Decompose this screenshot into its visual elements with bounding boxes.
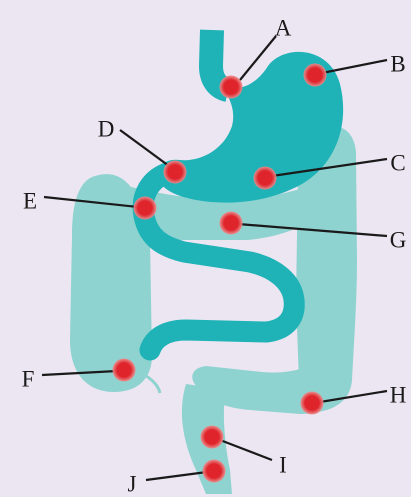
- marker-i[interactable]: [201, 426, 224, 449]
- label-h: H: [390, 382, 407, 407]
- marker-h[interactable]: [301, 392, 324, 415]
- marker-c[interactable]: [254, 167, 277, 190]
- marker-f[interactable]: [113, 359, 136, 382]
- label-i: I: [279, 452, 287, 477]
- leader-line-i: [220, 440, 272, 460]
- marker-g[interactable]: [220, 212, 243, 235]
- appendix: [140, 372, 160, 393]
- label-d: D: [98, 116, 115, 141]
- marker-e[interactable]: [134, 197, 157, 220]
- marker-j[interactable]: [203, 460, 226, 483]
- label-g: G: [390, 227, 407, 252]
- label-a: A: [275, 15, 292, 40]
- leader-line-b: [322, 60, 387, 73]
- label-c: C: [390, 150, 405, 175]
- label-e: E: [23, 188, 37, 213]
- leader-line-j: [146, 472, 207, 480]
- marker-d[interactable]: [164, 161, 187, 184]
- leader-line-d: [120, 130, 169, 166]
- marker-a[interactable]: [220, 76, 243, 99]
- label-b: B: [390, 51, 405, 76]
- marker-b[interactable]: [304, 64, 327, 87]
- label-f: F: [22, 366, 35, 391]
- label-j: J: [128, 471, 137, 496]
